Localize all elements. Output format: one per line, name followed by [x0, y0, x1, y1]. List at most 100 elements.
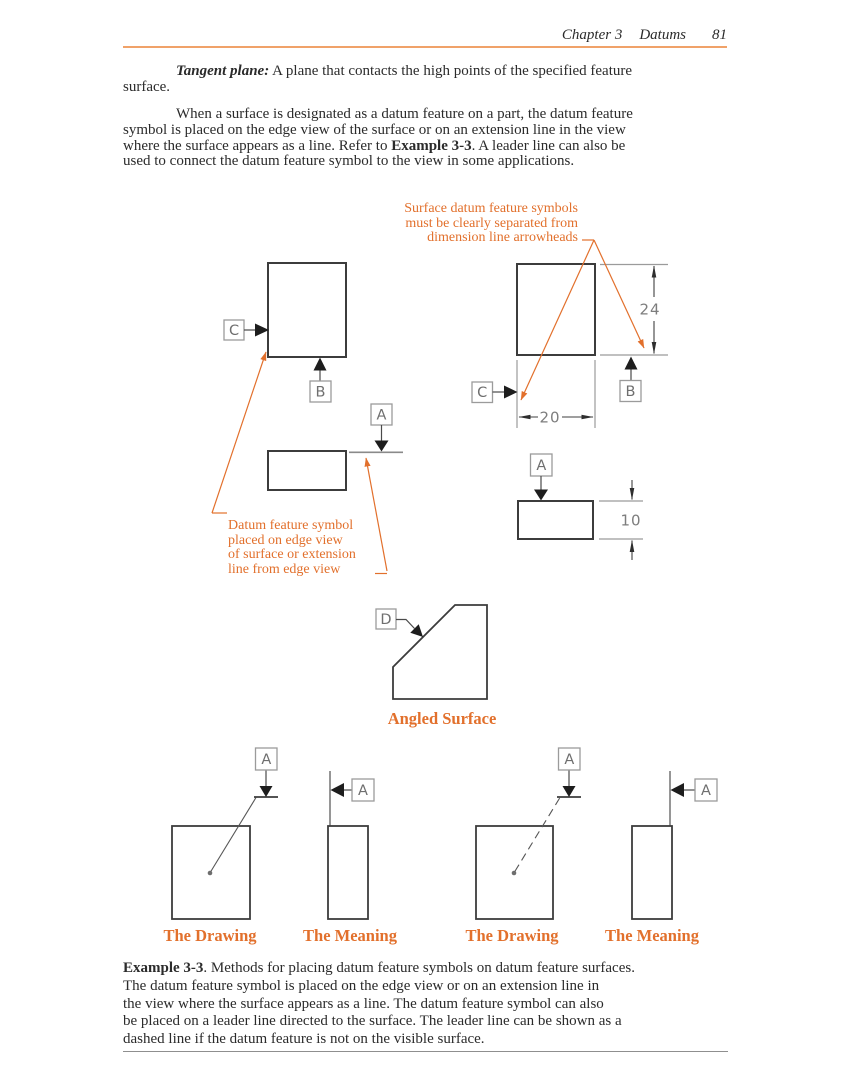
caption-the-meaning: The Meaning [605, 926, 700, 945]
datum-triangle-A [330, 783, 344, 797]
datum-frame-A [694, 778, 718, 802]
annotation-surface-datum-symbols: Surface datum feature symbols must be cl… [404, 201, 578, 246]
annotation-line: Datum feature symbol [228, 518, 354, 533]
datum-letter-A: A [377, 408, 387, 424]
text-line: When a surface is designated as a datum … [176, 106, 633, 122]
paragraph-datum-feature: When a surface is designated as a datum … [123, 106, 733, 170]
datum-triangle-C [255, 323, 269, 337]
part-rectangle [631, 825, 673, 920]
angled-surface-label: Angled Surface [388, 709, 497, 728]
annotation-line: must be clearly separated from [405, 215, 578, 231]
leader-arrow-to-C [520, 239, 595, 401]
datum-stem [396, 618, 415, 629]
text-line: where the surface appears as a line. Ref… [123, 137, 733, 155]
datum-triangle-A [374, 440, 389, 452]
caption-line: dashed line if the datum feature is not … [123, 1031, 485, 1048]
part-rectangle [327, 825, 369, 920]
dimension-value-24: 24 [639, 301, 660, 319]
fig-meaning-1: A The Meaning [303, 771, 398, 945]
fig-drawing-1: A The Drawing [163, 747, 278, 945]
fig-drawing-2: A The Drawing [465, 747, 581, 945]
tangent-plane-rest: A plane that contacts the high points of… [269, 63, 633, 79]
header-rule [123, 46, 727, 48]
header-chapter: Chapter 3 [561, 27, 623, 43]
part-square [475, 825, 554, 920]
page-header: Chapter 3 Datums 81 [123, 27, 727, 44]
datum-triangle-A [562, 786, 576, 797]
datum-letter-D: D [380, 612, 391, 628]
datum-triangle-A [670, 783, 684, 797]
datum-letter-A: A [536, 458, 546, 474]
view-front-left: C B [223, 262, 347, 403]
header-title: Datums [639, 27, 686, 43]
annotation-datum-placement: Datum feature symbol placed on edge view… [228, 518, 356, 578]
view-front-right: 24 B C 20 [471, 263, 668, 428]
caption-example-label: Example 3-3 [123, 960, 204, 976]
caption-run: . Methods for placing datum feature symb… [203, 960, 635, 976]
datum-triangle-A [259, 786, 273, 797]
datum-triangle-C [504, 385, 518, 399]
datum-frame-A [557, 747, 581, 771]
datum-letter-A: A [358, 783, 368, 799]
tangent-plane-lead: Tangent plane: [176, 63, 270, 79]
annotation-line: dimension line arrowheads [427, 230, 578, 246]
fig-meaning-2: A The Meaning [605, 771, 718, 945]
datum-letter-A: A [701, 783, 711, 799]
caption-the-meaning: The Meaning [303, 926, 398, 945]
annotation-line: Surface datum feature symbols [404, 201, 578, 216]
view-edge-right: A 10 [517, 453, 643, 560]
datum-letter-C: C [477, 385, 487, 401]
datum-letter-A: A [261, 752, 271, 768]
text-line: Tangent plane: A plane that contacts the… [123, 63, 733, 80]
text-run: where the surface appears as a line. Ref… [123, 137, 392, 154]
text-run: . A leader line can also be [471, 137, 626, 154]
annotation-line: line from edge view [228, 562, 341, 578]
datum-frame-A [351, 778, 375, 802]
datum-triangle-B [624, 356, 638, 370]
figure-caption: Example 3-3. Methods for placing datum f… [123, 960, 738, 1049]
datum-letter-B: B [316, 385, 326, 401]
leader-dot [511, 870, 517, 876]
part-square [267, 262, 347, 358]
leader-line [210, 797, 257, 872]
datum-letter-C: C [229, 323, 239, 339]
leader-dot [207, 870, 213, 876]
dimension-value-20: 20 [539, 409, 560, 427]
datum-letter-A: A [564, 752, 574, 768]
part-rectangle [517, 500, 594, 540]
view-angled-surface: D Angled Surface [375, 604, 497, 728]
text-line: surface. [123, 78, 171, 95]
part-angled [392, 604, 488, 700]
datum-triangle-B [313, 357, 327, 371]
caption-line: The datum feature symbol is placed on th… [123, 977, 600, 994]
annotation-line: of surface or extension [228, 547, 356, 563]
datum-frame-B [619, 379, 642, 403]
datum-frame-A [254, 747, 278, 771]
view-edge-left: A [267, 403, 403, 491]
datum-frame-B [309, 380, 332, 403]
orange-leaders [211, 239, 645, 575]
example-ref: Example 3-3 [391, 137, 472, 154]
paragraph-tangent-plane: Tangent plane: A plane that contacts the… [123, 63, 733, 96]
caption-line: be placed on a leader line directed to t… [123, 1013, 622, 1030]
datum-triangle-D [410, 624, 423, 637]
text-line: used to connect the datum feature symbol… [123, 153, 575, 170]
caption-line: Example 3-3. Methods for placing datum f… [123, 960, 738, 978]
datum-triangle-A [534, 489, 548, 501]
part-square [171, 825, 251, 920]
header-page-number: 81 [712, 27, 727, 43]
caption-line: the view where the surface appears as a … [123, 995, 604, 1012]
leader-arrow-to-A-line [364, 457, 388, 572]
caption-the-drawing: The Drawing [163, 926, 257, 945]
dimension-value-10: 10 [620, 512, 641, 530]
text-line: symbol is placed on the edge view of the… [123, 121, 626, 138]
caption-the-drawing: The Drawing [465, 926, 559, 945]
leader-arrow-to-edge [211, 351, 267, 514]
part-square [516, 263, 596, 356]
part-rectangle [267, 450, 347, 491]
datum-letter-B: B [626, 384, 636, 400]
dashed-leader-line [514, 797, 561, 872]
leader-arrow-to-B [593, 239, 645, 349]
